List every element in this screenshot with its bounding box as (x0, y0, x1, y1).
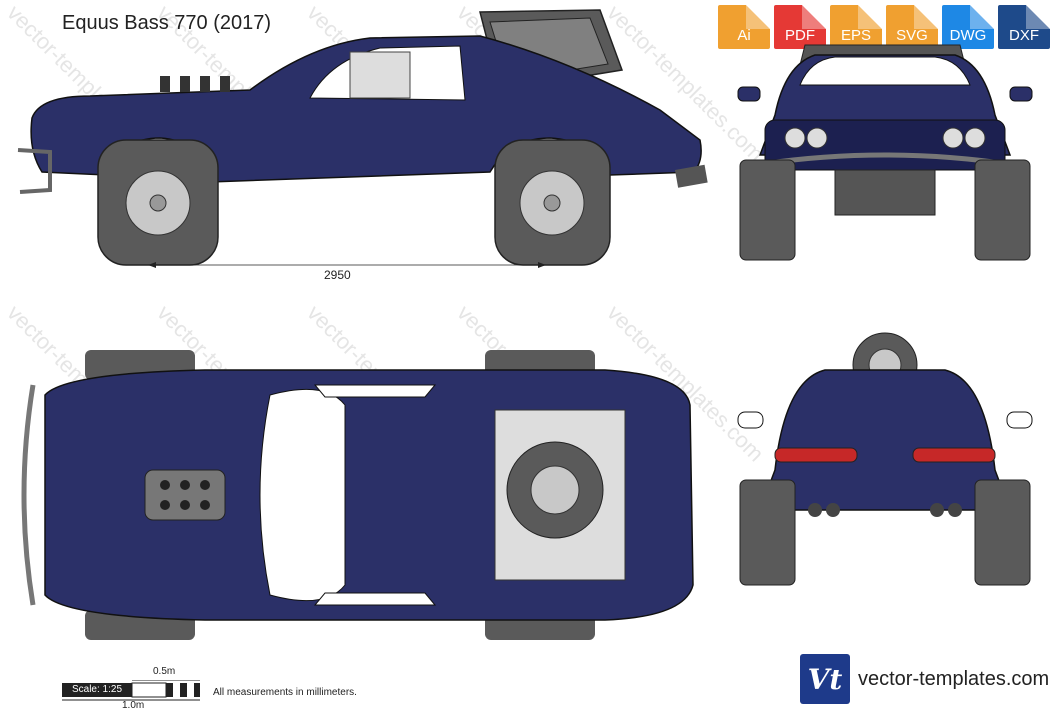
format-buttons: Ai PDF EPS SVG DWG DXF (718, 5, 1050, 49)
measurement-note: All measurements in millimeters. (213, 687, 357, 698)
rear-view-drawing (737, 332, 1033, 586)
page-title: Equus Bass 770 (2017) (62, 12, 272, 34)
brand-logo-icon: Vt (800, 654, 850, 704)
scale-ratio: Scale: 1:25 (62, 683, 132, 697)
brand[interactable]: Vt vector-templates.com (800, 654, 1049, 704)
brand-name: vector-templates.com (858, 667, 1050, 690)
front-view-drawing (737, 44, 1033, 261)
format-dwg-button[interactable]: DWG (942, 5, 994, 49)
side-view-drawing (17, 9, 708, 268)
format-pdf-button[interactable]: PDF (774, 5, 826, 49)
scale-half-meter-label: 0.5m (153, 666, 176, 677)
format-ai-button[interactable]: Ai (718, 5, 770, 49)
scale-bar (62, 680, 200, 701)
scale-one-meter-label: 1.0m (122, 700, 145, 711)
wheelbase-dimension: 2950 (324, 268, 351, 282)
format-svg-button[interactable]: SVG (886, 5, 938, 49)
format-dxf-button[interactable]: DXF (998, 5, 1050, 49)
top-view-drawing (21, 350, 694, 640)
format-eps-button[interactable]: EPS (830, 5, 882, 49)
